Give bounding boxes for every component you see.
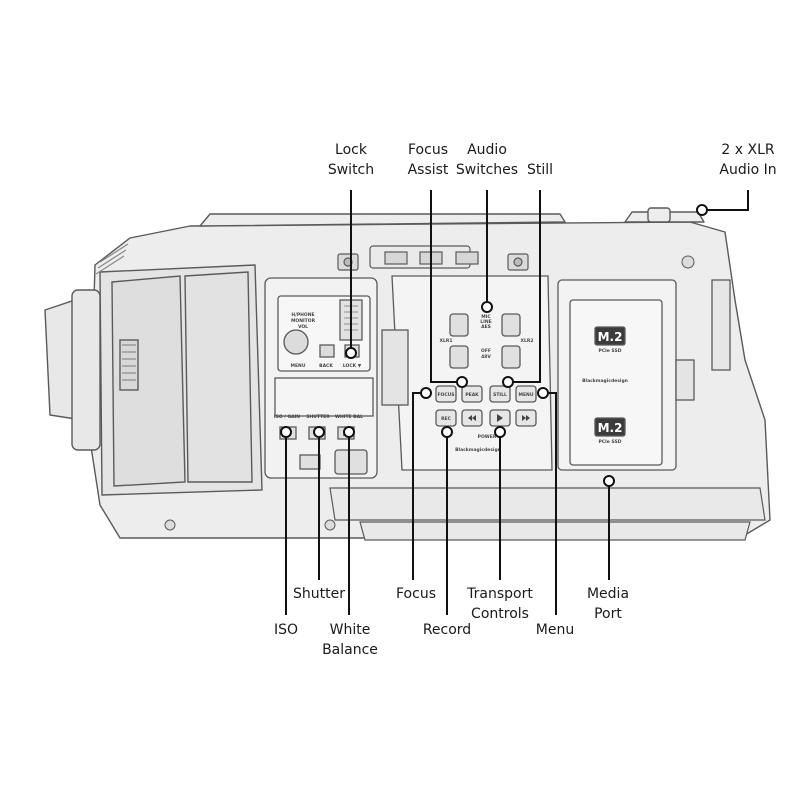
dot-audio-switches (482, 302, 492, 312)
dot-focus (421, 388, 431, 398)
leader-xlr (702, 190, 748, 210)
label-transport-controls: Transport Controls (458, 584, 542, 624)
dot-xlr (697, 205, 707, 215)
label-audio-switches: Audio Switches (450, 140, 524, 180)
dot-menu (538, 388, 548, 398)
label-media-port: Media Port (578, 584, 638, 624)
label-focus: Focus (386, 584, 446, 604)
label-menu: Menu (528, 620, 582, 640)
label-iso: ISO (266, 620, 306, 640)
dot-transport (495, 427, 505, 437)
label-shutter: Shutter (284, 584, 354, 604)
dot-media-port (604, 476, 614, 486)
leader-menu (543, 393, 556, 615)
label-xlr-audio-in: 2 x XLR Audio In (708, 140, 788, 180)
dot-lock-switch (346, 348, 356, 358)
leader-focus (413, 393, 426, 580)
dot-record (442, 427, 452, 437)
label-still: Still (518, 160, 562, 180)
leader-still (508, 190, 540, 382)
dot-shutter (314, 427, 324, 437)
dot-white-balance (344, 427, 354, 437)
dot-iso (281, 427, 291, 437)
label-white-balance: White Balance (314, 620, 386, 660)
label-lock-switch: Lock Switch (311, 140, 391, 180)
leader-focus-assist (431, 190, 462, 382)
dot-focus-assist (457, 377, 467, 387)
dot-still (503, 377, 513, 387)
